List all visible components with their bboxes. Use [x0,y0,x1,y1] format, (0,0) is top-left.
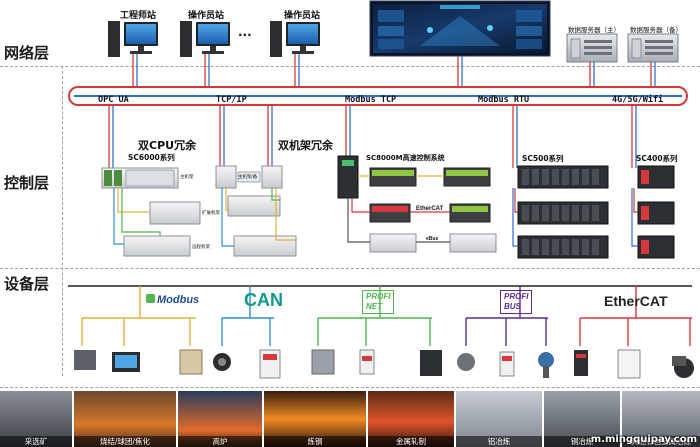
layer-control-label: 控制层 [4,174,50,192]
industry-photo-copper: 铜冶炼 [544,391,620,447]
sc8000m-label: SC8000M高速控制系统 [366,154,445,162]
profinet-logo-bottom: NET [366,302,382,311]
sc400-controllers [631,165,675,259]
engineer-station-label: 工程师站 [120,11,157,21]
sc8000m-controllers [337,155,497,253]
industry-caption: 金属轧制 [368,436,454,447]
industry-photo-blast-furnace: 高炉 [178,391,262,447]
server-primary-label: 数据服务器（主） [568,26,620,34]
server-backup-label: 数据服务器（备） [630,26,682,34]
network-uplinks [132,54,656,88]
industry-caption: 采选矿 [0,436,72,447]
industry-photo-mining: 采选矿 [0,391,72,447]
industry-caption: 烧结/球团/焦化 [74,436,176,447]
profinet-tree-lines [317,286,432,346]
industry-photo-rolling: 金属轧制 [368,391,454,447]
control-downlinks [108,104,637,172]
modbus-logo: Modbus [146,294,199,306]
industry-photo-sintering: 烧结/球团/焦化 [74,391,176,447]
modbus-tree-lines [81,286,196,346]
dashboard-screen-icon [369,0,551,57]
network-bus-inner [74,95,682,97]
bus-label-wireless: 4G/5G/Wifi [612,95,664,105]
io-label-d: 主机架/备 [238,174,258,179]
io-label-a: 主机架 [180,174,194,179]
profinet-logo: PROFI NET [362,290,395,314]
sc6000-controllers [101,167,201,257]
operator-station-label-1: 操作员站 [188,11,225,21]
bus-label-modbus-tcp: Modbus TCP [345,95,397,105]
separator-control [0,268,700,269]
bus-label-modbus-rtu: Modbus RTU [478,95,530,105]
modbus-logo-text: Modbus [157,294,200,306]
profibus-logo: PROFI BUS [500,290,533,314]
industry-caption: 其他有色金属冶炼 [622,436,700,447]
layer-device-label: 设备层 [4,275,50,293]
dual-rack-label: 双机架冗余 [278,139,333,152]
industry-caption: 炼钢 [264,436,366,447]
sc500-label: SC500系列 [522,154,564,163]
industry-caption: 铝冶炼 [456,436,542,447]
industry-photo-steelmaking: 炼钢 [264,391,366,447]
bus-label-opcua: OPC UA [98,95,129,105]
layer-divider [62,66,63,376]
sc6000-label: SC6000系列 [128,153,175,162]
ebus-label: eBus [426,236,439,242]
engineer-workstation-icon [108,21,158,57]
profibus-logo-top: PROFI [504,292,529,301]
io-label-b: 扩展机架 [202,210,220,215]
dual-cpu-label: 双CPU冗余 [138,139,197,152]
bus-label-tcpip: TCP/IP [216,95,247,105]
operator-workstation-icon-1 [180,21,230,57]
can-logo: CAN [244,290,283,310]
ethercat-small-label: EtherCAT [416,206,444,212]
industry-photo-other-metals: 其他有色金属冶炼 [622,391,700,447]
data-server-backup-icon [627,33,679,63]
industry-caption: 高炉 [178,436,262,447]
can-tree-lines [221,286,274,346]
ethercat-tree-lines [579,286,692,346]
sc400-label: SC400系列 [636,154,678,163]
watermark: m.mingquipay.com [590,434,697,445]
dual-rack-controllers [215,165,297,257]
profinet-logo-top: PROFI [366,292,391,301]
layer-network-label: 网络层 [4,44,50,62]
field-devices [74,349,694,379]
profibus-logo-bottom: BUS [504,302,521,311]
industry-photo-aluminum: 铝冶炼 [456,391,542,447]
station-ellipsis: ··· [238,28,252,42]
io-label-c: 远程机架 [192,244,210,249]
modbus-logo-icon [146,294,155,303]
ethercat-logo: EtherCAT [604,293,668,309]
network-bus [68,86,688,106]
sc500-controllers [512,165,609,259]
operator-station-label-2: 操作员站 [284,11,321,21]
profibus-tree-lines [465,286,548,346]
industry-caption: 铜冶炼 [544,436,620,447]
operator-workstation-icon-2 [270,21,320,57]
separator-network [0,66,700,67]
separator-device [0,387,700,388]
data-server-primary-icon [566,33,618,63]
